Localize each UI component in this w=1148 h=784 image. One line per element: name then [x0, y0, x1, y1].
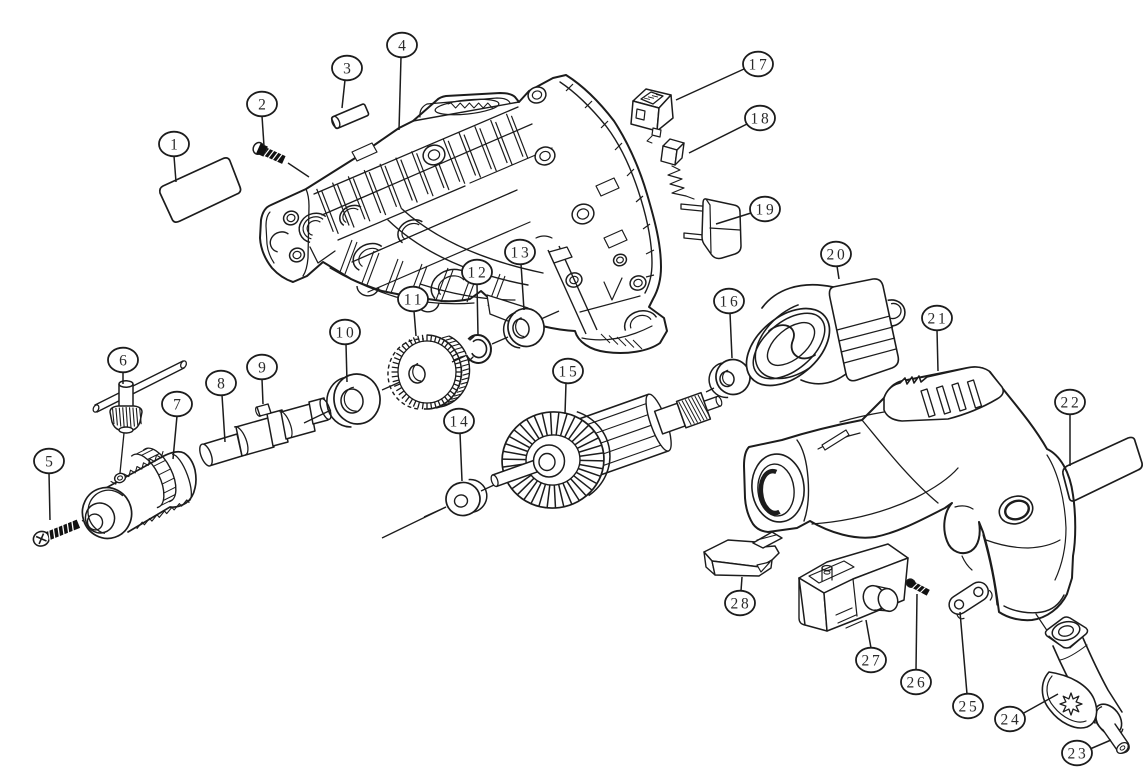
svg-text:19: 19	[755, 201, 776, 218]
svg-text:4: 4	[398, 37, 406, 54]
svg-text:14: 14	[449, 413, 470, 430]
svg-text:8: 8	[217, 375, 225, 392]
svg-text:11: 11	[404, 291, 425, 308]
svg-text:23: 23	[1067, 745, 1088, 762]
svg-text:24: 24	[1000, 711, 1021, 728]
svg-text:21: 21	[927, 310, 948, 327]
svg-text:28: 28	[730, 595, 751, 612]
svg-text:25: 25	[958, 698, 979, 715]
svg-text:9: 9	[258, 359, 266, 376]
svg-text:16: 16	[719, 293, 740, 310]
svg-text:18: 18	[750, 110, 771, 127]
svg-text:17: 17	[748, 56, 769, 73]
svg-text:3: 3	[343, 60, 351, 77]
svg-text:7: 7	[173, 396, 181, 413]
svg-text:27: 27	[861, 652, 882, 669]
svg-text:5: 5	[45, 453, 53, 470]
svg-text:13: 13	[510, 244, 531, 261]
svg-text:22: 22	[1060, 394, 1081, 411]
svg-text:20: 20	[826, 246, 847, 263]
svg-text:10: 10	[335, 324, 356, 341]
svg-text:15: 15	[558, 363, 579, 380]
svg-text:12: 12	[467, 264, 488, 281]
svg-text:26: 26	[906, 674, 927, 691]
svg-text:1: 1	[170, 136, 178, 153]
svg-text:6: 6	[119, 352, 127, 369]
svg-text:2: 2	[258, 96, 266, 113]
